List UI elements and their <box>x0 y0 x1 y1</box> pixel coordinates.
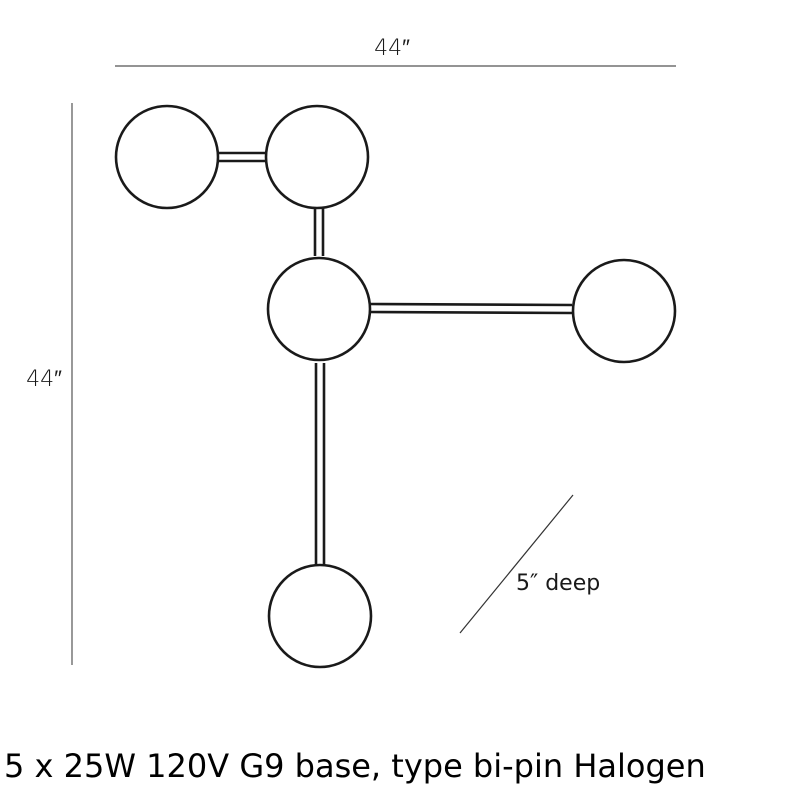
bulb-spec-caption: 5 x 25W 120V G9 base, type bi-pin Haloge… <box>4 747 706 785</box>
height-dimension-label: 44″ <box>26 367 62 392</box>
globe-bottom <box>267 563 373 669</box>
globe-top-middle <box>264 104 370 210</box>
globe-center <box>266 256 372 362</box>
arm-upper-vertical <box>313 208 325 256</box>
width-dimension-label: 44″ <box>374 36 410 61</box>
fixture-arms <box>219 151 573 566</box>
depth-dimension-line <box>459 494 574 634</box>
arm-top-horizontal <box>219 151 266 163</box>
arm-lower-vertical <box>314 363 326 566</box>
arm-right-horizontal <box>369 302 573 315</box>
fixture-globes <box>114 104 677 669</box>
globe-right <box>571 258 677 364</box>
depth-dimension-label: 5″ deep <box>516 571 600 596</box>
globe-top-left <box>114 104 220 210</box>
